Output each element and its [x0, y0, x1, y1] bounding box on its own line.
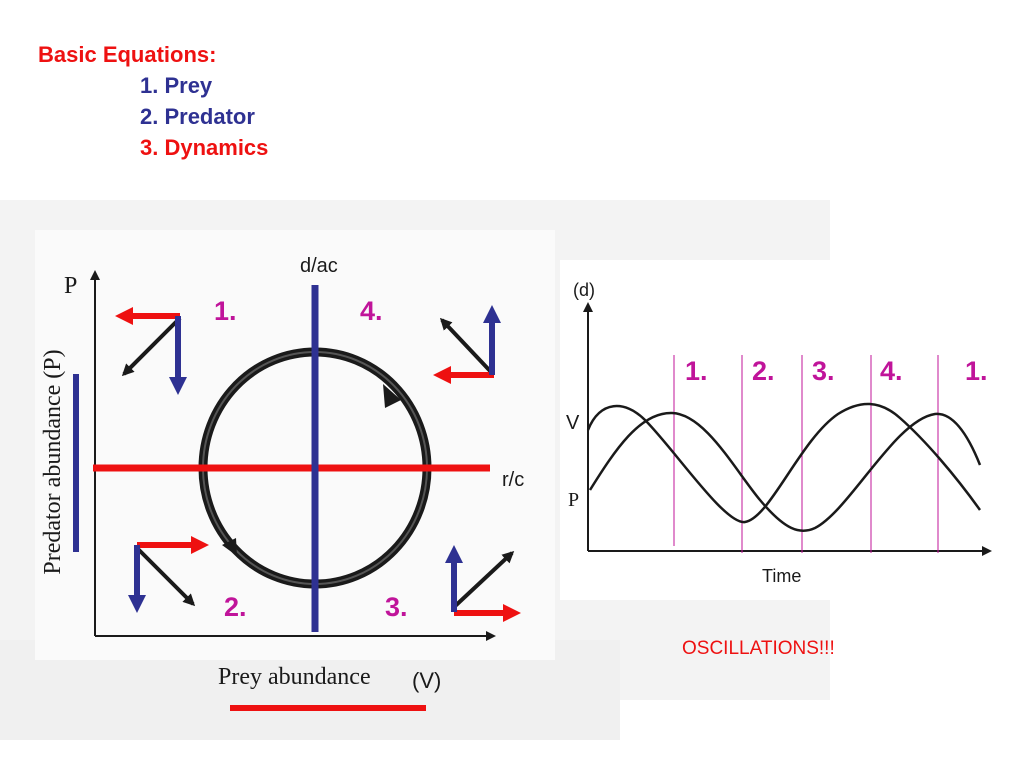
heading-item-prey: 1. Prey [140, 73, 213, 98]
heading-title: Basic Equations: [38, 42, 217, 67]
cycle-direction-arrow-top [383, 384, 401, 408]
cycle-direction-arrow-bottom [222, 538, 237, 556]
quadrant-label-2: 2. [224, 592, 247, 622]
prey-curve [586, 402, 982, 524]
predator-curve [588, 411, 982, 532]
curve-label-prey: V [566, 412, 580, 434]
vector-group-quadrant-3 [445, 545, 521, 622]
x-axis-label: Prey abundance [218, 664, 371, 690]
phase-label-3: 3. [812, 356, 835, 386]
curve-label-predator: P [568, 489, 579, 511]
time-plot-panel [560, 260, 1000, 600]
phase-label-5: 1. [965, 356, 988, 386]
heading-item-predator: 2. Predator [140, 104, 255, 129]
diagonal-arrow-q3 [451, 550, 515, 610]
diagonal-arrow-q4 [439, 317, 494, 375]
diagonal-arrow-q1 [121, 316, 182, 377]
quadrant-label-1: 1. [214, 296, 237, 326]
oscillations-caption: OSCILLATIONS!!! [682, 638, 835, 659]
time-plot-panel-label: (d) [573, 280, 595, 300]
vector-group-quadrant-4 [433, 305, 501, 384]
vertical-isocline-label: d/ac [300, 255, 338, 277]
vector-group-quadrant-1 [115, 307, 187, 395]
phase-label-2: 2. [752, 356, 775, 386]
quadrant-label-4: 4. [360, 296, 383, 326]
scan-background [0, 200, 830, 740]
x-axis-symbol: (V) [412, 668, 441, 693]
horizontal-isocline-label: r/c [502, 469, 524, 491]
diagonal-arrow-q2 [135, 546, 196, 607]
y-axis-letter: P [64, 273, 77, 299]
heading-item-dynamics: 3. Dynamics [140, 135, 269, 160]
time-plot: (d) Time V P 1. 2. 3. 4. 1. [560, 260, 1000, 600]
phase-label-4: 4. [880, 356, 903, 386]
phase-label-1: 1. [685, 356, 708, 386]
quadrant-label-3: 3. [385, 592, 408, 622]
y-axis-label: Predator abundance (P) [40, 349, 66, 574]
phase-plane: P Predator abundance (P) Prey abundance … [40, 255, 524, 711]
time-plot-x-axis-label: Time [762, 566, 801, 586]
vector-group-quadrant-2 [128, 536, 209, 613]
